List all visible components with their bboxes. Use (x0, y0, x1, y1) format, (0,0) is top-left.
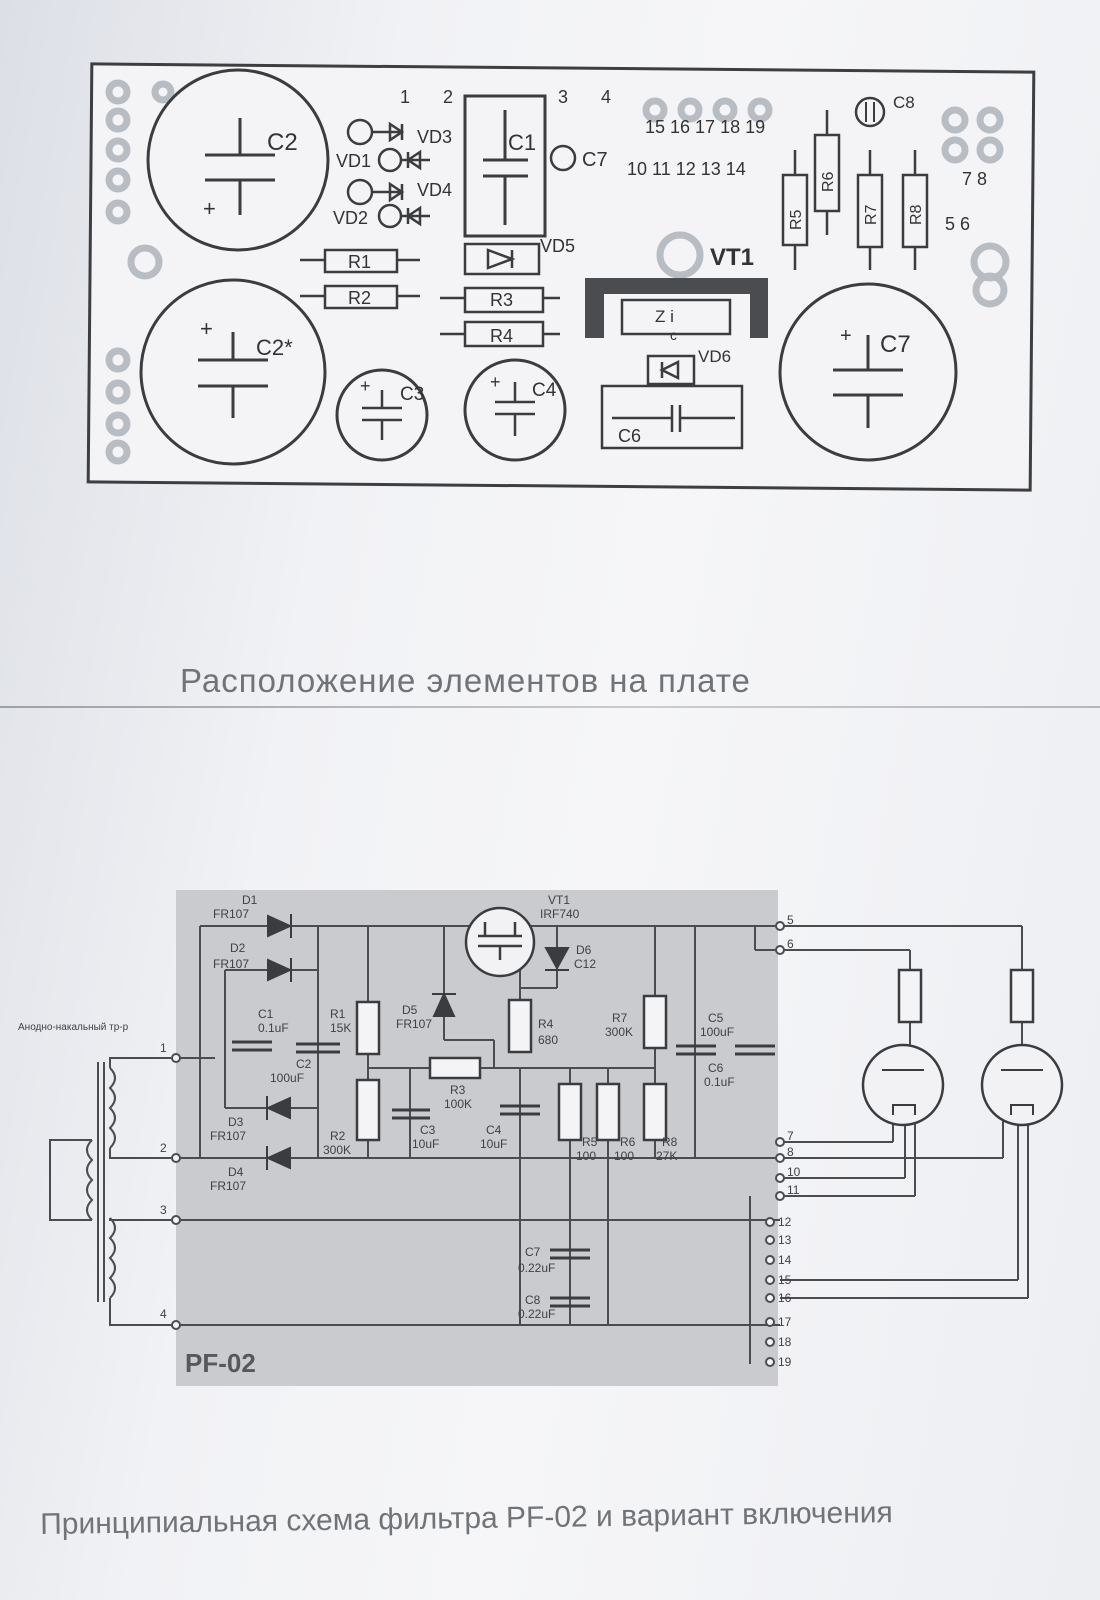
c2-outline (146, 68, 330, 252)
svg-text:+: + (490, 372, 501, 392)
r8-label: R8 (908, 204, 925, 225)
r3-label: R3 (490, 290, 513, 310)
c6-label: C6 (618, 426, 641, 446)
c7-big-outline (778, 282, 958, 462)
r6-label: R6 (820, 171, 837, 192)
label-vt1-pin-c: c (670, 327, 677, 343)
vd6-label: VD6 (698, 347, 731, 366)
c8-label: C8 (893, 93, 915, 112)
svg-text:+: + (200, 316, 213, 341)
svg-text:+: + (840, 325, 852, 347)
vd4-label: VD4 (417, 180, 452, 200)
pin-7-8: 7 8 (962, 169, 987, 189)
r2-label: R2 (348, 288, 371, 308)
vt1-pins: Z i (655, 307, 674, 326)
svg-text:+: + (360, 376, 371, 396)
c3-label: C3 (400, 384, 424, 405)
c4-outline (463, 358, 567, 462)
vd2-label: VD2 (333, 208, 368, 228)
vd3-label: VD3 (417, 127, 452, 147)
c3-outline (335, 368, 429, 462)
r5-label: R5 (788, 209, 805, 230)
r1-label: R1 (348, 252, 371, 272)
pin-1: 1 (400, 87, 410, 107)
c2-label: C2 (267, 129, 298, 156)
r5-r8-group (781, 110, 929, 270)
pin-4: 4 (601, 87, 611, 107)
r4-label: R4 (490, 326, 513, 346)
pin-row-bottom: 10 11 12 13 14 (627, 159, 746, 179)
c1-label: C1 (508, 130, 536, 155)
c1-outline (463, 94, 547, 238)
c7-big-label: C7 (880, 331, 911, 358)
vd-cluster (346, 118, 430, 229)
paper-fold-line (0, 706, 1100, 708)
c7-small-label: C7 (582, 149, 608, 171)
c2star-outline (139, 278, 327, 466)
vt1-heatsink (585, 278, 768, 338)
vd5-label: VD5 (540, 236, 575, 256)
pin-row-top: 15 16 17 18 19 (645, 117, 765, 137)
c2-plus: + (203, 196, 216, 221)
pcb-layout-drawing: C2 + C2* + VD3 VD1 VD4 VD2 1 2 3 4 C1 C7… (86, 62, 1036, 492)
c2star-label: C2* (256, 335, 293, 360)
r7-label: R7 (863, 204, 880, 225)
pin-3: 3 (558, 87, 568, 107)
vd1-label: VD1 (336, 151, 371, 171)
pcb-edge-pads (105, 79, 1010, 465)
c6-outline (600, 384, 744, 450)
vt1-label: VT1 (710, 244, 754, 271)
c4-label: C4 (532, 380, 557, 401)
pin-5-6: 5 6 (945, 214, 970, 234)
pin-2: 2 (443, 87, 453, 107)
board-caption: Расположение элементов на плате (180, 662, 751, 699)
